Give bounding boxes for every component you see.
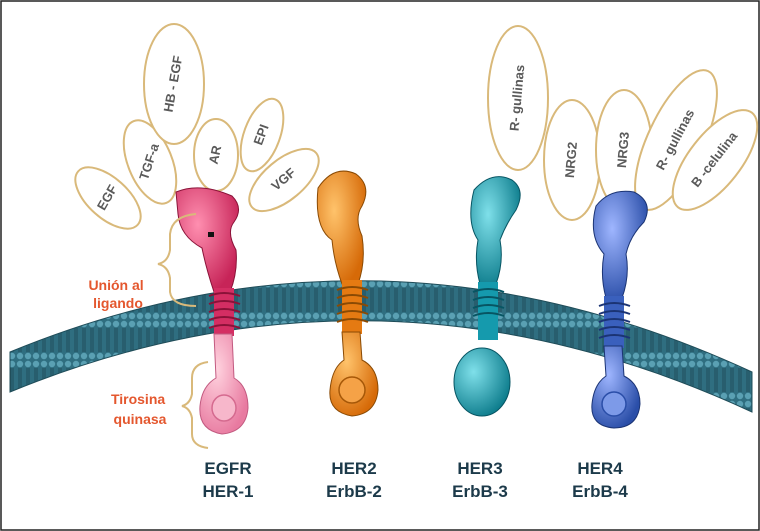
receptor-alias: HER-1 [202,482,253,501]
ligand-oval-ar: AR [194,119,238,191]
receptor-alias: ErbB-2 [326,482,382,501]
her3-ligands: R- gullinas [488,26,548,170]
ligand-oval-hb-egf: HB - EGF [144,24,204,144]
receptor-name: HER4 [577,459,623,478]
ligand-label: NRG2 [562,141,580,178]
receptor-alias: ErbB-3 [452,482,508,501]
ligand-label: NRG3 [614,131,632,168]
ligand-oval-r-gullinas-her3: R- gullinas [488,26,548,170]
receptor-name: HER2 [331,459,376,478]
receptor-name: HER3 [457,459,502,478]
ligand-oval-nrg2: NRG2 [544,100,600,220]
receptor-alias: ErbB-4 [572,482,628,501]
receptor-name: EGFR [204,459,251,478]
